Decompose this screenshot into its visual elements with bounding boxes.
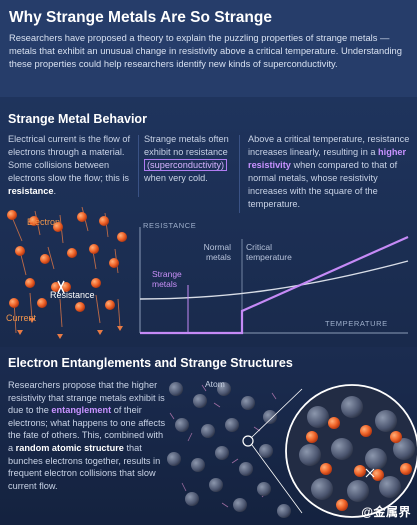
- zoom-target-marker: [242, 435, 254, 447]
- intro-text: Researchers have proposed a theory to ex…: [9, 32, 402, 70]
- divider: [138, 135, 139, 197]
- critical-temperature-label: Critical temperature: [246, 242, 292, 262]
- divider: [239, 135, 240, 213]
- normal-metals-curve: [139, 260, 409, 300]
- behavior-column-2: Strange metals often exhibit no resistan…: [144, 133, 236, 185]
- header-panel: Why Strange Metals Are So Strange Resear…: [0, 0, 417, 97]
- y-axis-label: RESISTANCE: [143, 221, 197, 230]
- atomic-structure-illustration: [167, 382, 417, 518]
- col2-end: when very cold.: [144, 172, 208, 183]
- current-label: Current: [6, 313, 37, 323]
- col1-end: .: [53, 185, 57, 196]
- normal-metals-label: Normal metals: [203, 242, 231, 262]
- col1-bold: resistance: [8, 185, 54, 196]
- electron-label: Electron: [27, 217, 61, 227]
- behavior-column-3: Above a critical temperature, resistance…: [248, 133, 412, 210]
- entanglement-section: Electron Entanglements and Strange Struc…: [0, 347, 417, 525]
- section-heading-entanglement: Electron Entanglements and Strange Struc…: [8, 356, 293, 370]
- col3-text: Above a critical temperature, resistance…: [248, 134, 410, 157]
- col3-end: when compared to that of normal metals, …: [248, 159, 398, 209]
- atom-label: Atom: [205, 379, 225, 389]
- strange-metal-behavior-section: Strange Metal Behavior Electrical curren…: [0, 97, 417, 347]
- entanglement-highlight: entanglement: [51, 405, 112, 416]
- resistivity-plot: [139, 227, 409, 335]
- ent-text-3: that bunches electrons together, results…: [8, 442, 161, 491]
- superconductivity-box: (superconductivity): [144, 158, 228, 171]
- col1-text: Electrical current is the flow of electr…: [8, 134, 131, 183]
- x-axis-label: TEMPERATURE: [325, 319, 388, 328]
- electron-flow-illustration: [7, 207, 127, 339]
- random-structure-highlight: random atomic structure: [15, 442, 124, 453]
- strange-metals-label: Strange metals: [152, 269, 182, 289]
- col2-text: Strange metals often exhibit no resistan…: [144, 134, 229, 157]
- watermark: @金属界: [361, 505, 411, 519]
- ent-text-2: of their electrons; what happens to one …: [8, 405, 166, 453]
- entanglement-text: Researchers propose that the higher resi…: [8, 379, 166, 492]
- behavior-column-1: Electrical current is the flow of electr…: [8, 133, 135, 198]
- section-heading-behavior: Strange Metal Behavior: [8, 112, 147, 126]
- resistance-label: Resistance: [50, 290, 95, 300]
- strange-metals-curve: [140, 235, 409, 335]
- page-title: Why Strange Metals Are So Strange: [9, 9, 272, 26]
- ent-text-1: Researchers propose that the higher resi…: [8, 380, 165, 416]
- higher-resistivity-highlight: higher resistivity: [248, 146, 407, 170]
